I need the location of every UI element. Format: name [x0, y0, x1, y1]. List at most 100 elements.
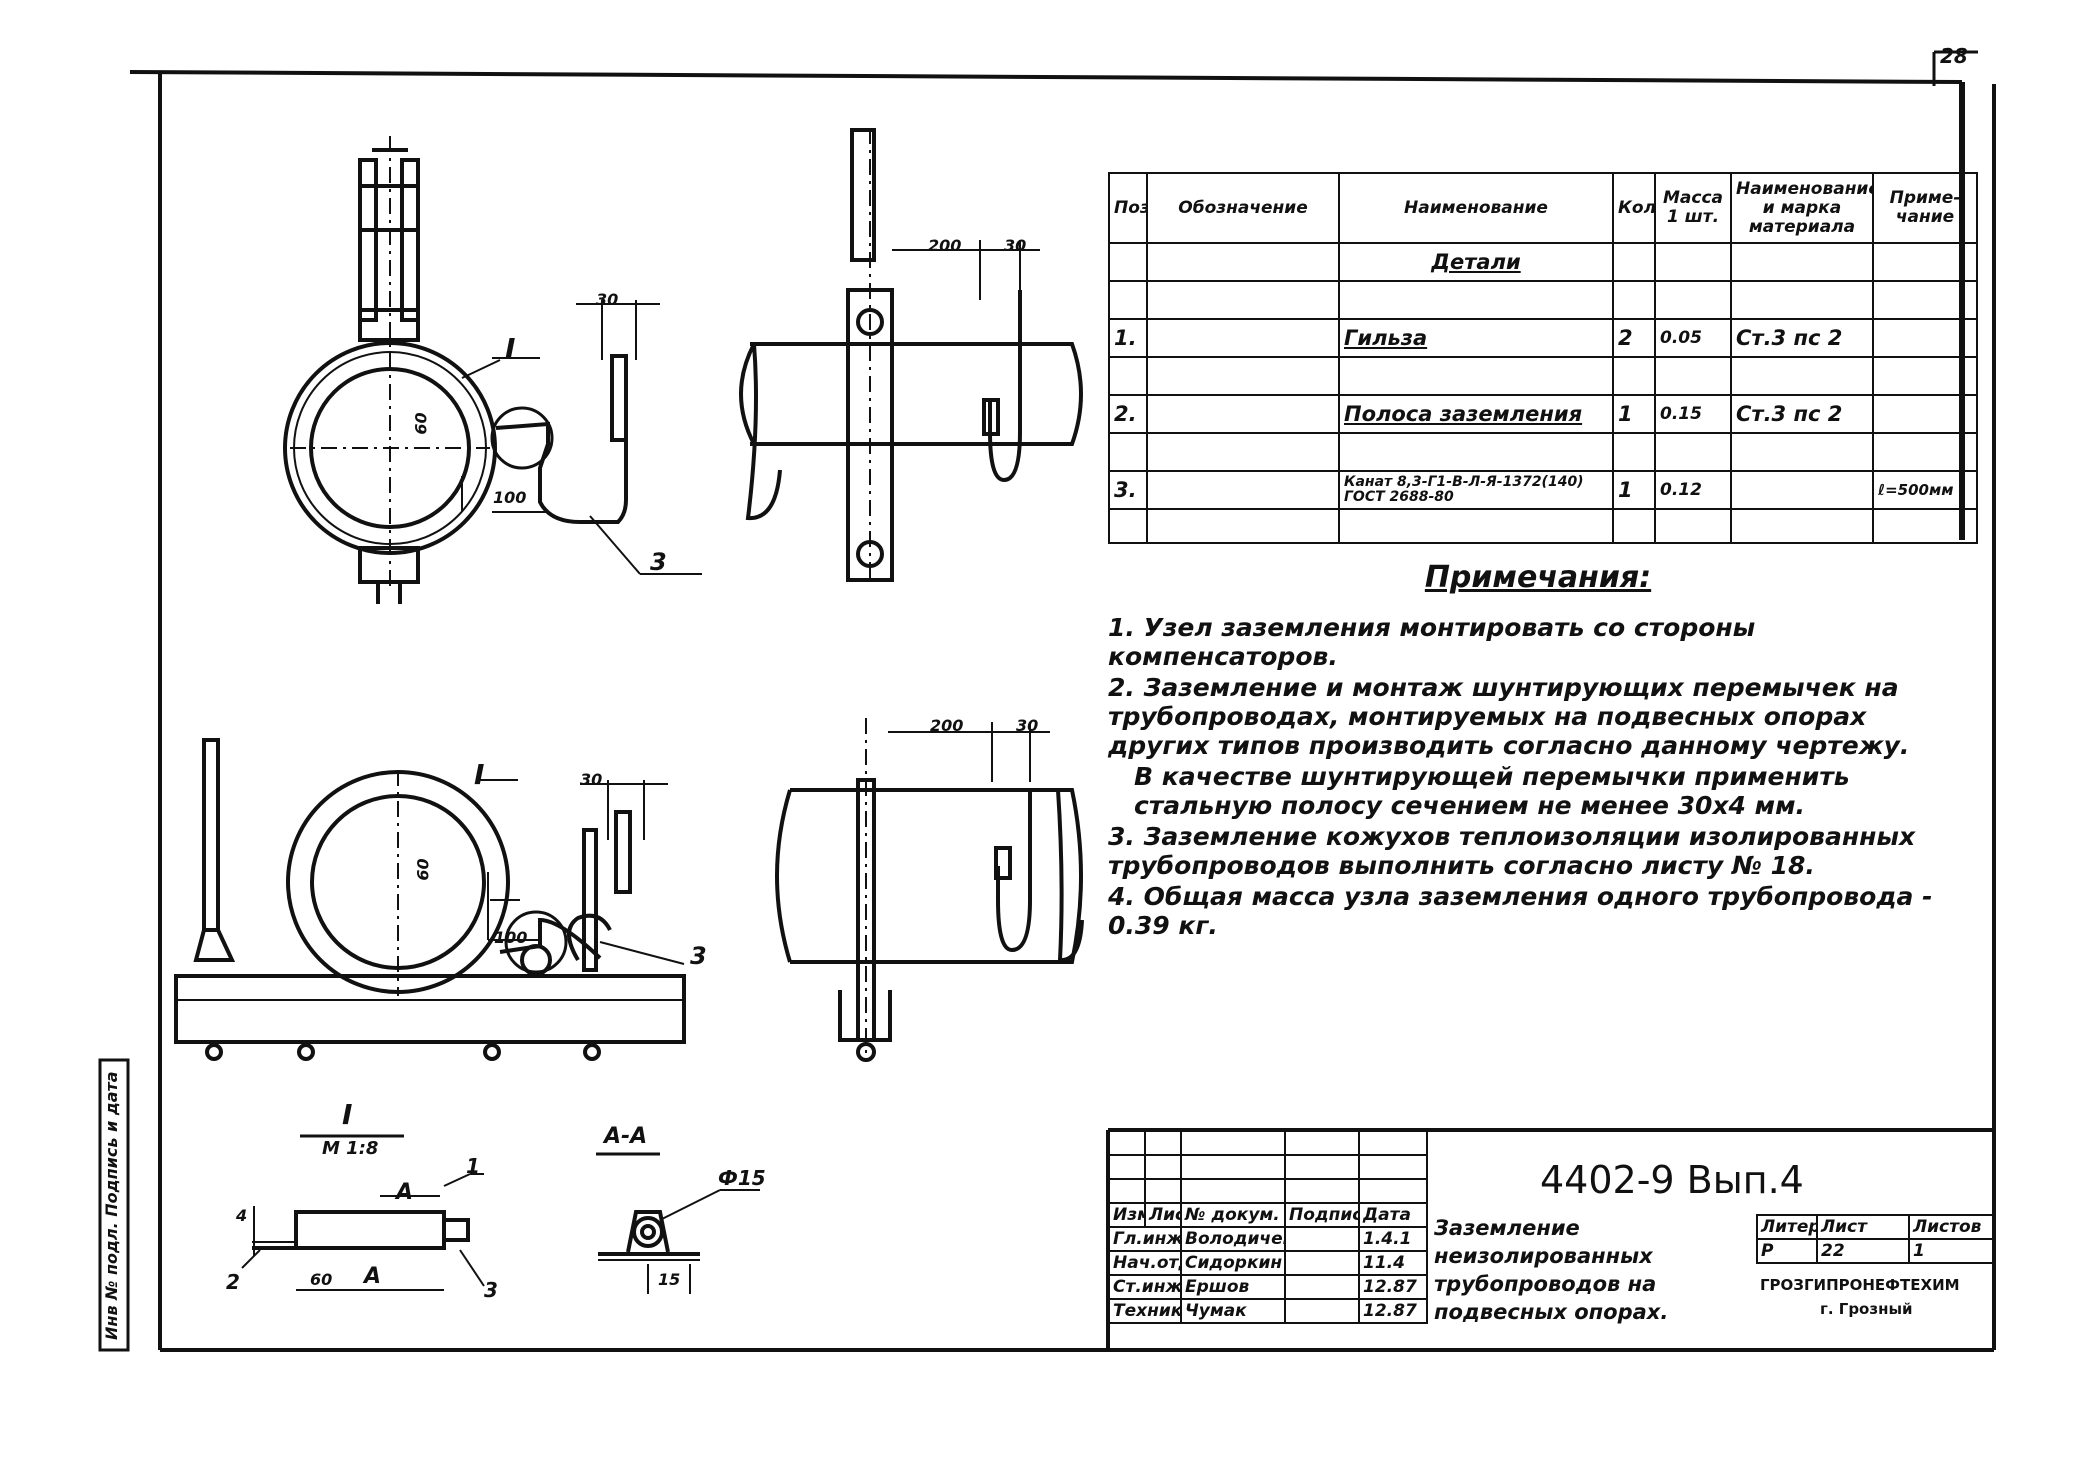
cell-note [1872, 318, 1978, 358]
callout-I-bottom: I [474, 758, 485, 791]
view-pipe-side [739, 128, 1083, 582]
leader-3-top: 3 [650, 548, 667, 576]
dim-30-c: 30 [580, 770, 603, 789]
col-qty: Кол [1612, 172, 1656, 244]
table-row: 2. Полоса заземления 1 0.15 Ст.3 пс 2 [1108, 394, 1978, 434]
view-pipe-side-beam [775, 718, 1084, 1062]
person-role: Ст.инж [1108, 1274, 1182, 1300]
col-date: Дата [1358, 1202, 1428, 1228]
leader-3-bottom: 3 [690, 942, 707, 970]
cell-material: Ст.3 пс 2 [1730, 318, 1874, 358]
leader-2: 2 [226, 1270, 240, 1294]
col-material: Наименование и марка материала [1730, 172, 1874, 244]
dim-200-a: 200 [928, 236, 962, 255]
table-row: Ст.инж Ершов 12.87 [1108, 1274, 1428, 1300]
cell-designation [1146, 318, 1340, 358]
callout-I-top: I [505, 332, 516, 365]
leader-1: 1 [466, 1154, 480, 1178]
col-note: Приме-чание [1872, 172, 1978, 244]
person-date: 11.4 [1358, 1250, 1428, 1276]
signature [1284, 1226, 1360, 1252]
view-support-front [174, 738, 686, 1061]
dim-phi15: Ф15 [718, 1166, 766, 1190]
note-2-continued: В качестве шунтирующей перемычки примени… [1134, 762, 1850, 820]
signature [1284, 1274, 1360, 1300]
stage-label: Литер [1756, 1214, 1818, 1240]
dim-100-b: 100 [494, 928, 528, 947]
note-2: 2. Заземление и монтаж шунтирующих перем… [1108, 673, 1910, 760]
col-pos: Поз. [1108, 172, 1148, 244]
col-name: Наименование [1338, 172, 1614, 244]
frame-top [129, 70, 1963, 84]
section-cut-A-dim: А [364, 1264, 382, 1289]
note-3: 3. Заземление кожухов теплоизоляции изол… [1108, 822, 1916, 880]
cell-pos: 2. [1108, 394, 1148, 434]
table-row: 3. Канат 8,3-Г1-В-Л-Я-1372(140) ГОСТ 268… [1108, 470, 1978, 510]
cell-mass: 0.05 [1654, 318, 1732, 358]
dim-4: 4 [236, 1206, 248, 1225]
section-A-A [596, 1152, 760, 1294]
dim-60-detail: 60 [310, 1270, 333, 1289]
drawing-code: 4402-9 Вып.4 [1540, 1158, 1804, 1202]
cell-pos: 1. [1108, 318, 1148, 358]
organization: ГРОЗГИПРОНЕФТЕХИМ [1760, 1276, 1960, 1294]
cell-qty: 1 [1612, 470, 1656, 510]
dim-200-b: 200 [930, 716, 964, 735]
cell-name: Полоса заземления [1338, 394, 1614, 434]
notes-title: Примечания: [1424, 560, 1652, 595]
col-mass: Масса 1 шт. [1654, 172, 1732, 244]
col-rev: Изм [1108, 1202, 1146, 1228]
note-1: 1. Узел заземления монтировать со сторон… [1108, 613, 1756, 671]
notes-block: Примечания: 1. Узел заземления монтирова… [1108, 560, 1968, 942]
col-doc: № докум. [1180, 1202, 1286, 1228]
dim-30-b: 30 [1004, 236, 1027, 255]
cell-note: ℓ=500мм [1872, 470, 1978, 510]
stage-value: Р [1756, 1238, 1818, 1264]
cell-qty: 1 [1612, 394, 1656, 434]
sheets-value: 1 [1908, 1238, 1996, 1264]
dim-100-a: 100 [493, 488, 527, 507]
cell-name: Гильза [1338, 318, 1614, 358]
col-designation: Обозначение [1146, 172, 1340, 244]
side-stamp-box [98, 1058, 130, 1352]
person-name: Сидоркин [1180, 1250, 1286, 1276]
cell-mass: 0.12 [1654, 470, 1732, 510]
stage-table: Литер Лист Листов Р 22 1 [1756, 1214, 1996, 1264]
table-row: Гл.инж.пр Володичев 1.4.1 [1108, 1226, 1428, 1252]
person-date: 1.4.1 [1358, 1226, 1428, 1252]
cell-designation [1146, 394, 1340, 434]
table-row: 1. Гильза 2 0.05 Ст.3 пс 2 [1108, 318, 1978, 358]
cell-material: Ст.3 пс 2 [1730, 394, 1874, 434]
detail-I-scale: М 1:8 [322, 1138, 379, 1159]
cell-note [1872, 394, 1978, 434]
dim-15: 15 [658, 1270, 681, 1289]
cell-qty: 2 [1612, 318, 1656, 358]
person-name: Чумак [1180, 1298, 1286, 1324]
col-sign: Подпис [1284, 1202, 1360, 1228]
spec-header-row: Поз. Обозначение Наименование Кол Масса … [1108, 172, 1978, 244]
dim-60-b: 60 [413, 858, 433, 881]
sheet-value: 22 [1816, 1238, 1910, 1264]
detail-I [241, 1134, 485, 1291]
section-cut-A: А [396, 1180, 414, 1205]
cell-mass: 0.15 [1654, 394, 1732, 434]
sheet-label: Лист [1816, 1214, 1910, 1240]
note-4: 4. Общая масса узла заземления одного тр… [1108, 882, 1933, 940]
signature-header-row: Изм Лист № докум. Подпис Дата [1108, 1202, 1428, 1228]
person-role: Нач.отд [1108, 1250, 1182, 1276]
cell-designation [1146, 470, 1340, 510]
signature-table: Изм Лист № докум. Подпис Дата Гл.инж.пр … [1108, 1130, 1428, 1324]
dim-60-a: 60 [411, 412, 431, 435]
cell-pos: 3. [1108, 470, 1148, 510]
signature [1284, 1298, 1360, 1324]
signature [1284, 1250, 1360, 1276]
table-row: Нач.отд Сидоркин 11.4 [1108, 1250, 1428, 1276]
leader-3-detail: 3 [484, 1278, 498, 1302]
cell-name: Канат 8,3-Г1-В-Л-Я-1372(140) ГОСТ 2688-8… [1338, 470, 1614, 510]
sheet-number: 28 [1940, 44, 1968, 68]
person-date: 12.87 [1358, 1274, 1428, 1300]
city: г. Грозный [1820, 1300, 1913, 1318]
sheets-label: Листов [1908, 1214, 1996, 1240]
view-clamp-front [283, 136, 702, 604]
